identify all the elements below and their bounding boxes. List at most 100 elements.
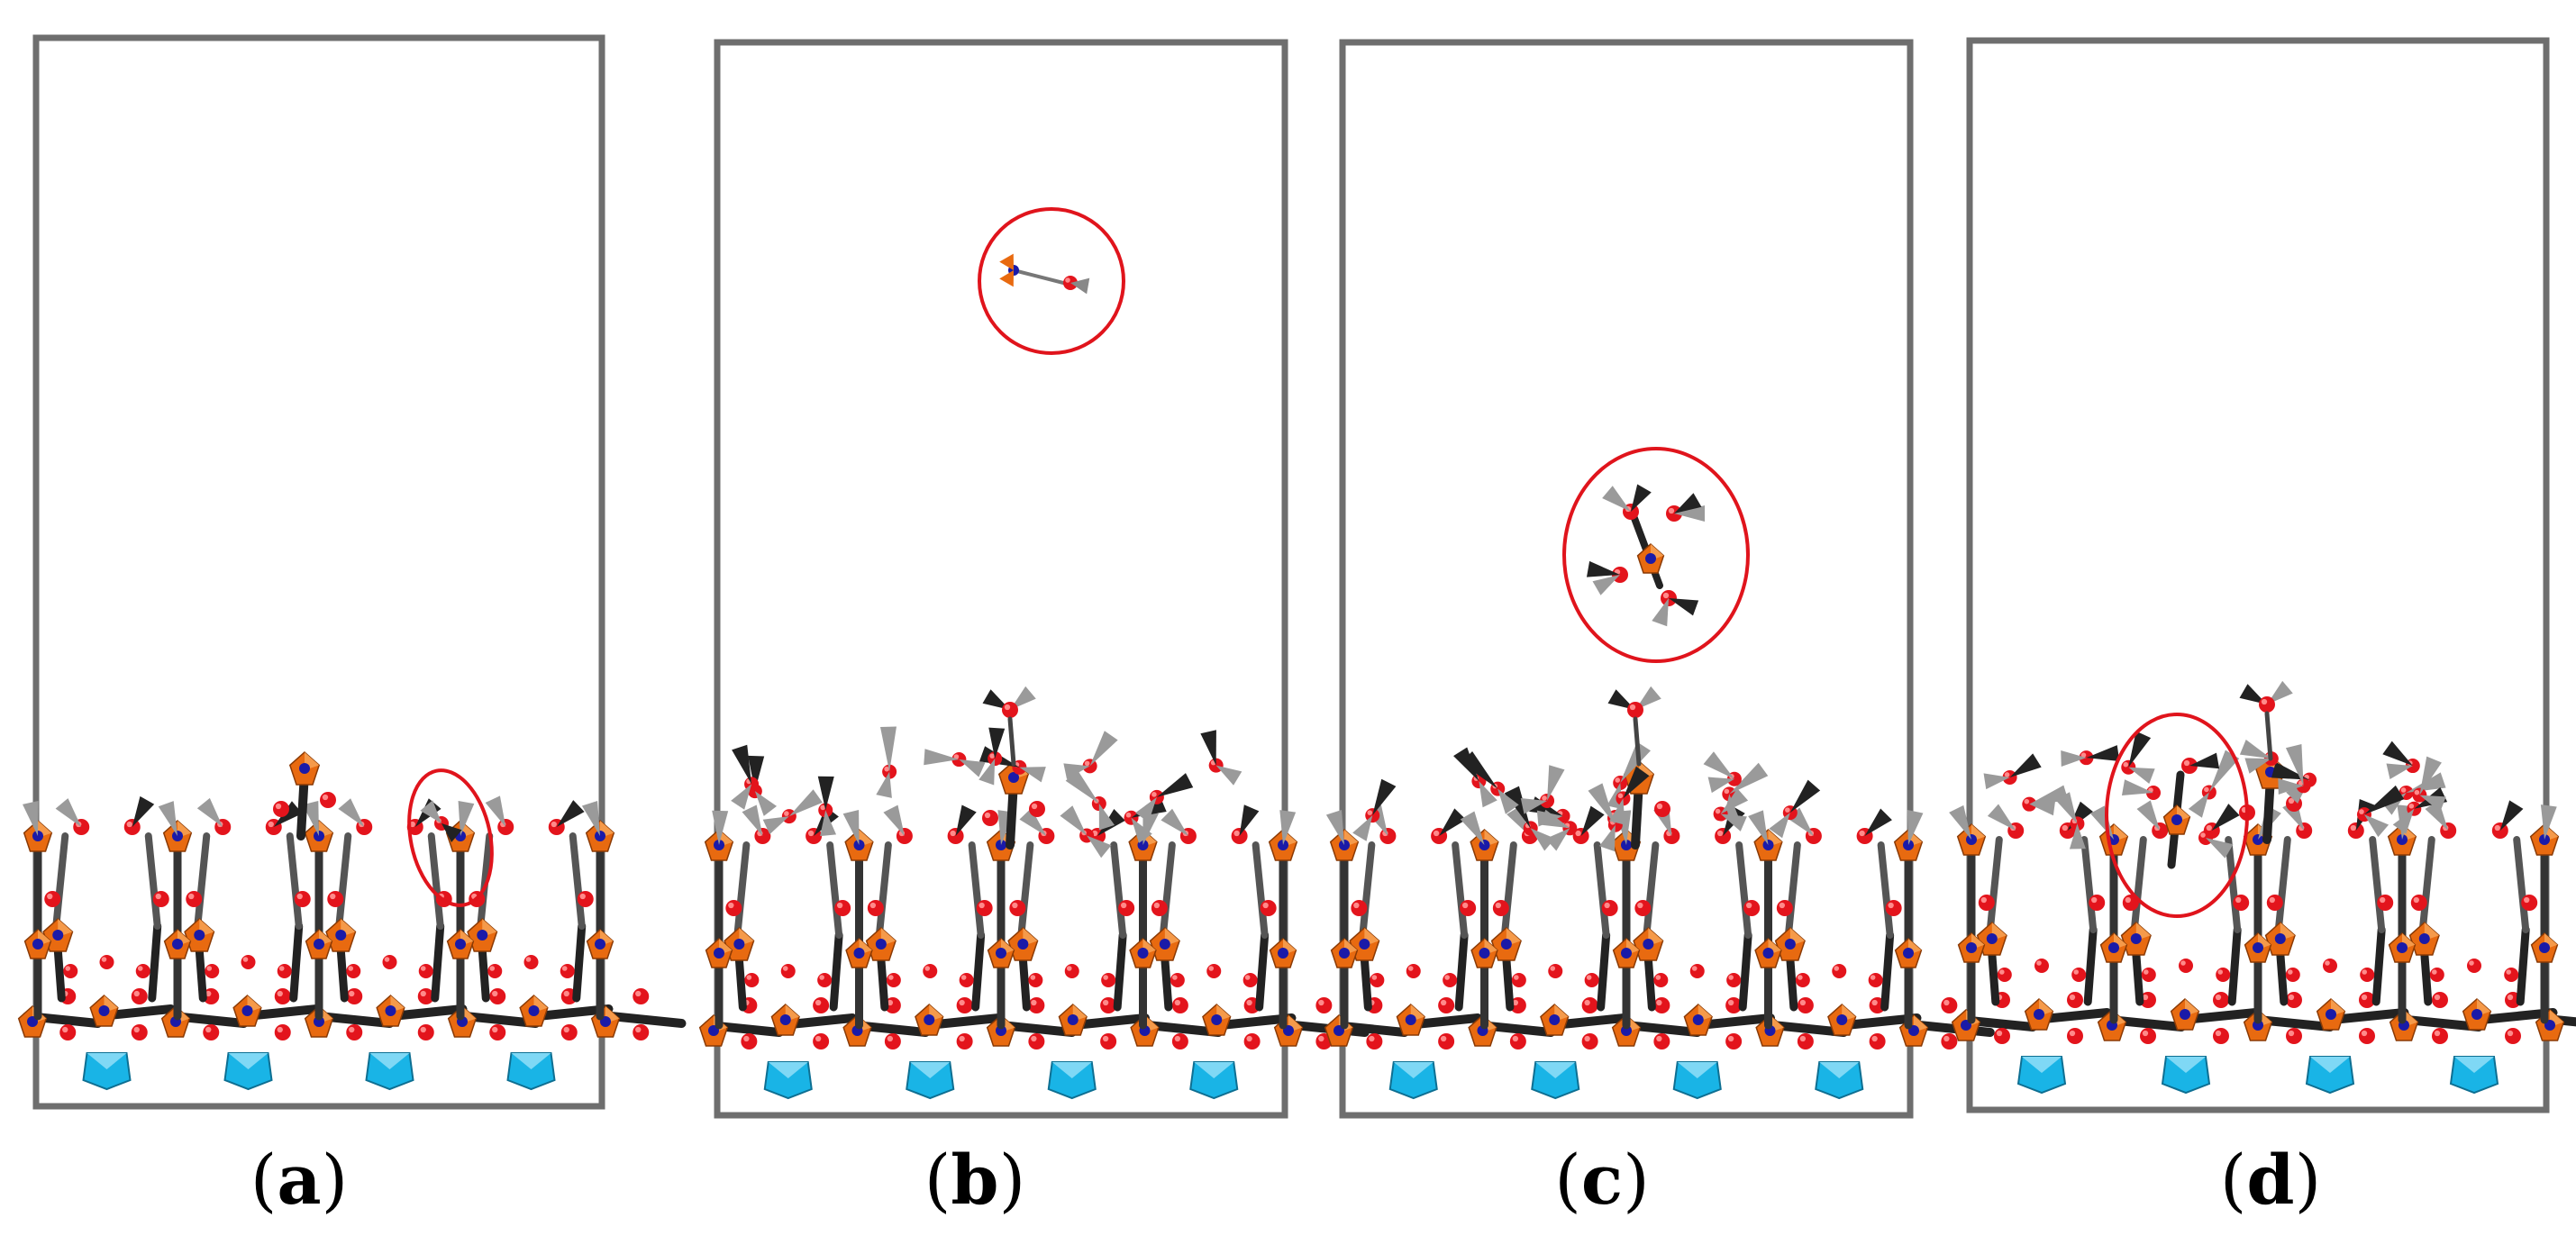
bond-wedge: [2128, 767, 2155, 785]
atom-highlight: [2400, 787, 2407, 793]
oxygen-atom: [487, 964, 503, 978]
atom-highlight: [561, 966, 568, 971]
bond: [335, 832, 352, 930]
bond-wedge: [2382, 741, 2413, 767]
bond: [606, 1012, 687, 1028]
bond-wedge: [1497, 788, 1519, 814]
atom-highlight: [2217, 969, 2223, 975]
oxygen-atom: [2285, 968, 2300, 982]
atom-highlight: [2359, 809, 2364, 814]
metal-atom: [241, 1005, 253, 1016]
atom-highlight: [2069, 994, 2076, 1001]
oxygen-atom: [1689, 964, 1705, 978]
oxygen-atom: [135, 964, 150, 978]
oxygen-atom: [2071, 968, 2087, 982]
bond-wedge: [1439, 808, 1467, 836]
substrate-face: [1819, 1062, 1860, 1078]
metal-atom: [1211, 1014, 1223, 1025]
highlight-ellipse: [978, 207, 1125, 355]
oxygen-atom: [956, 1033, 973, 1050]
atom-highlight: [2200, 832, 2206, 838]
oxygen-atom: [1634, 900, 1652, 916]
bond-wedge: [2009, 753, 2042, 777]
oxygen-atom: [294, 891, 311, 907]
bond-wedge: [1065, 769, 1099, 804]
bond: [1255, 931, 1270, 1012]
bond-wedge: [1087, 835, 1112, 859]
oxygen-atom: [1653, 997, 1670, 1013]
metal-atom: [595, 939, 605, 950]
oxygen-atom: [1009, 900, 1026, 916]
atom-highlight: [2004, 772, 2010, 777]
bond: [2551, 1015, 2576, 1027]
atom-highlight: [1637, 902, 1643, 909]
bond-wedge: [788, 789, 823, 817]
oxygen-atom: [2359, 1028, 2375, 1044]
bond-wedge: [556, 800, 585, 827]
oxygen-atom: [1776, 900, 1793, 916]
atom-highlight: [137, 966, 143, 971]
atom-highlight: [960, 975, 967, 980]
oxygen-atom: [1832, 964, 1847, 978]
bond-wedge: [817, 776, 834, 811]
bond: [2418, 836, 2435, 933]
atom-highlight: [1799, 1035, 1807, 1042]
atom-highlight: [746, 975, 752, 980]
bond-wedge: [2211, 804, 2240, 831]
oxygen-atom: [2429, 968, 2444, 982]
atom-highlight: [1584, 999, 1590, 1006]
oxygen-atom: [2259, 696, 2275, 713]
substrate-face: [910, 1062, 951, 1078]
oxygen-atom: [1260, 900, 1277, 916]
oxygen-atom: [346, 1024, 363, 1040]
bond-wedge: [158, 801, 177, 836]
bond-wedge: [1607, 689, 1635, 710]
bond-wedge: [1907, 809, 1924, 845]
bond: [971, 931, 986, 1012]
atom-highlight: [635, 990, 642, 997]
atom-highlight: [1779, 902, 1785, 909]
atom-highlight: [1629, 704, 1636, 711]
oxygen-atom: [2505, 1028, 2521, 1044]
bond: [1454, 931, 1469, 1012]
bond: [431, 922, 445, 1003]
bond-wedge: [1539, 809, 1570, 829]
oxygen-atom: [2521, 895, 2538, 911]
oxygen-atom: [1351, 900, 1368, 916]
bond: [1735, 841, 1752, 939]
metal-atom: [2130, 933, 2142, 944]
bond: [2516, 925, 2530, 1006]
bond-wedge: [1598, 824, 1616, 852]
atom-highlight: [2350, 824, 2356, 831]
oxygen-atom: [59, 1024, 77, 1040]
oxygen-atom: [1206, 964, 1222, 978]
highlight-ellipse: [1562, 447, 1750, 663]
oxygen-atom: [1002, 702, 1018, 718]
bond-wedge: [2188, 792, 2209, 818]
bond-wedge: [1019, 808, 1047, 836]
bond: [2264, 711, 2273, 761]
atom-highlight: [1318, 1035, 1324, 1042]
substrate-face: [1393, 1062, 1434, 1078]
oxygen-atom: [1100, 1033, 1117, 1050]
atom-highlight: [1084, 760, 1090, 767]
bond-wedge: [1019, 767, 1046, 783]
oxygen-atom: [131, 1024, 148, 1040]
atom-highlight: [2432, 969, 2437, 975]
bond-wedge: [2363, 814, 2389, 838]
atom-highlight: [2069, 1030, 2076, 1037]
atom-highlight: [959, 999, 965, 1006]
bond: [477, 832, 494, 930]
atom-highlight: [2288, 969, 2293, 975]
oxygen-atom: [2360, 968, 2375, 982]
atom-highlight: [1353, 902, 1360, 909]
bond-wedge: [2363, 785, 2405, 815]
atom-highlight: [784, 811, 789, 816]
oxygen-atom: [2432, 992, 2448, 1008]
oxygen-atom: [2213, 1028, 2229, 1044]
oxygen-atom: [417, 1024, 434, 1040]
atom-highlight: [2434, 1030, 2441, 1037]
atom-highlight: [819, 975, 824, 980]
oxygen-atom: [1601, 900, 1618, 916]
